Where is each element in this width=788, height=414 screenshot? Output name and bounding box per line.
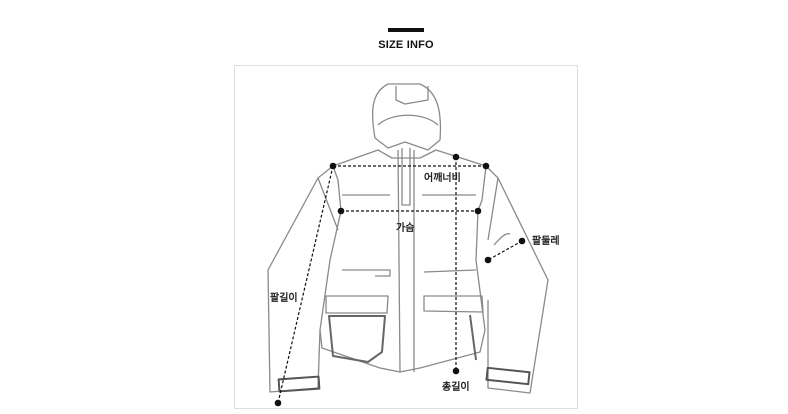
measure-point xyxy=(482,162,490,170)
total-length-label: 총길이 xyxy=(442,382,470,393)
measure-point xyxy=(452,153,460,161)
measure-point xyxy=(484,256,492,264)
left-pocket-flap xyxy=(325,295,389,314)
measure-point xyxy=(274,399,282,407)
title-divider xyxy=(388,28,424,32)
measure-point xyxy=(329,162,337,170)
body-outline xyxy=(319,149,487,373)
shoulder-label: 어깨너비 xyxy=(424,173,461,184)
left-cuff xyxy=(277,375,321,393)
diagram-frame xyxy=(234,65,578,409)
left-pocket xyxy=(328,315,386,363)
chest-label: 가슴 xyxy=(396,223,415,234)
sleeve-measure-line xyxy=(277,165,334,404)
sleeve-length-label: 팔길이 xyxy=(270,293,298,304)
arm-measure-line xyxy=(487,240,523,261)
page-title: SIZE INFO xyxy=(378,39,434,51)
measure-point xyxy=(337,207,345,215)
right-pocket-flap xyxy=(423,295,484,313)
arm-circumference-label: 팔둘레 xyxy=(532,236,560,247)
measure-point xyxy=(474,207,482,215)
measure-point xyxy=(518,237,526,245)
right-sleeve xyxy=(485,165,549,394)
hood-outline xyxy=(371,83,442,151)
measure-point xyxy=(452,367,460,375)
right-cuff xyxy=(485,366,531,386)
